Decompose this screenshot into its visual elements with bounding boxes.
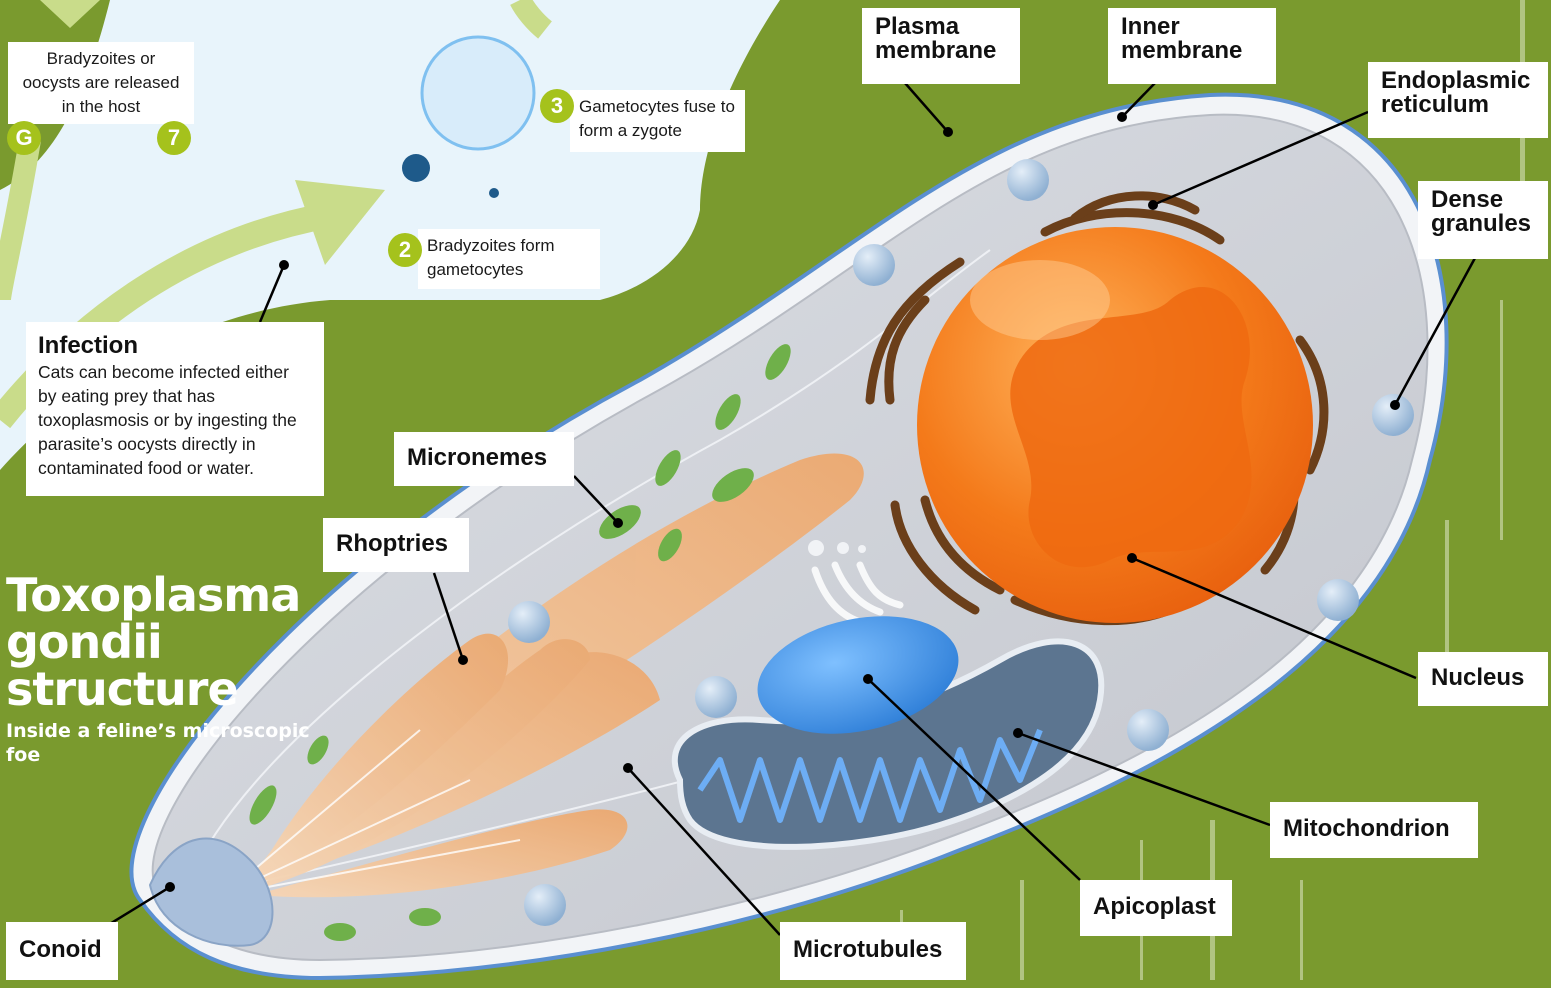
- label-mitochondrion: Mitochondrion: [1270, 802, 1478, 858]
- infection-text: Cats can become infected either by eatin…: [38, 360, 312, 480]
- label-micronemes: Micronemes: [394, 432, 574, 486]
- zygote-circle: [422, 37, 534, 149]
- label-dense-granules: Dense granules: [1418, 181, 1548, 259]
- note-zygote: Gametocytes fuse to form a zygote: [570, 90, 745, 152]
- gametocyte-dot-large: [402, 154, 430, 182]
- gametocyte-dot-small: [489, 188, 499, 198]
- title-block: Toxoplasma gondii structure Inside a fel…: [6, 572, 336, 767]
- badge-7: 7: [157, 121, 191, 155]
- label-conoid: Conoid: [6, 922, 118, 980]
- page-subtitle: Inside a feline’s microscopic foe: [6, 719, 336, 767]
- page-title: Toxoplasma gondii structure: [6, 572, 336, 713]
- label-rhoptries: Rhoptries: [323, 518, 469, 572]
- label-microtubules: Microtubules: [780, 922, 966, 980]
- infection-heading: Infection: [38, 332, 312, 360]
- note-gametocytes: Bradyzoites form gametocytes: [418, 229, 600, 289]
- infection-box: Infection Cats can become infected eithe…: [26, 322, 324, 496]
- badge-2: 2: [388, 233, 422, 267]
- badge-3: 3: [540, 89, 574, 123]
- label-endoplasmic-reticulum: Endoplasmic reticulum: [1368, 62, 1548, 138]
- badge-g: G: [7, 121, 41, 155]
- label-nucleus: Nucleus: [1418, 652, 1548, 706]
- label-plasma-membrane: Plasma membrane: [862, 8, 1020, 84]
- label-apicoplast: Apicoplast: [1080, 880, 1232, 936]
- note-released: Bradyzoites or oocysts are released in t…: [8, 42, 194, 124]
- label-inner-membrane: Inner membrane: [1108, 8, 1276, 84]
- nucleus-highlight: [970, 260, 1110, 340]
